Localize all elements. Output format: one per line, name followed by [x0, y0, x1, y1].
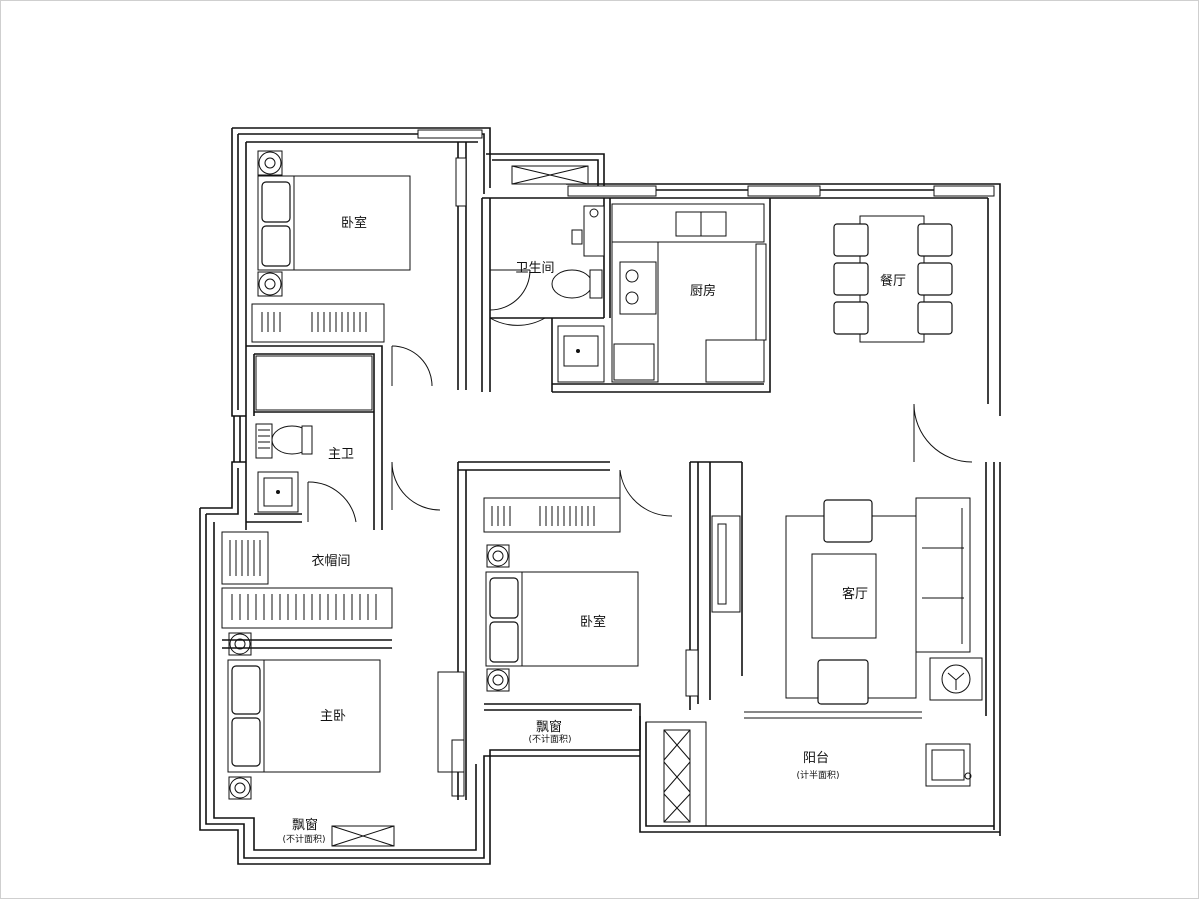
bathroom-fixtures — [551, 205, 605, 383]
label-closet: 衣帽间 — [311, 553, 350, 569]
label-master-bath: 主卫 — [328, 447, 354, 462]
windows — [331, 129, 995, 847]
label-bedroom-top: 卧室 — [341, 215, 367, 231]
dining-furniture — [833, 215, 953, 343]
doors — [307, 269, 973, 523]
bedroom-top-furniture — [251, 150, 467, 343]
note-bay-window-middle: (不计面积) — [528, 733, 571, 745]
label-bathroom: 卫生间 — [515, 261, 554, 276]
label-dining: 餐厅 — [880, 273, 906, 289]
balcony-fixtures — [925, 743, 972, 787]
room-labels: 卧室 卫生间 厨房 餐厅 主卫 衣帽间 卧室 客厅 主卧 飘窗 (不计面积) 飘… — [282, 215, 906, 845]
interior-walls — [222, 142, 771, 800]
kitchen-fixtures — [611, 203, 767, 383]
label-bay-window-bottom: 飘窗 — [292, 817, 318, 833]
label-living: 客厅 — [842, 586, 868, 602]
master-bedroom-furniture — [227, 632, 465, 800]
label-bedroom-middle: 卧室 — [580, 614, 606, 630]
bedroom-middle-furniture — [483, 497, 741, 697]
label-master-bedroom: 主卧 — [320, 709, 346, 724]
closet-furniture — [221, 531, 393, 629]
note-balcony: (计半面积) — [796, 769, 839, 781]
living-furniture — [785, 497, 983, 705]
label-kitchen: 厨房 — [690, 283, 716, 299]
label-balcony: 阳台 — [803, 751, 829, 766]
note-bay-window-bottom: (不计面积) — [282, 833, 325, 845]
master-bath-fixtures — [255, 355, 373, 513]
label-bay-window-middle: 飘窗 — [536, 719, 562, 735]
